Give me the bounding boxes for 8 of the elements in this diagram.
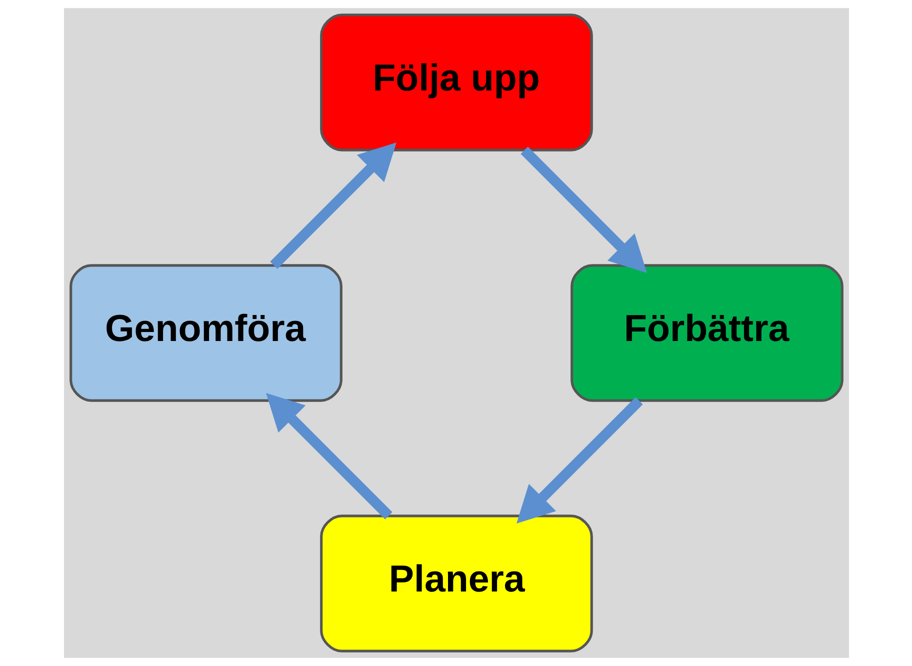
arrow	[516, 397, 642, 524]
arrow	[270, 142, 396, 269]
node-box: Planera	[320, 514, 592, 652]
arrow	[266, 393, 392, 520]
arrow	[520, 146, 646, 273]
node-box: Följa upp	[320, 14, 592, 152]
node-box: Förbättra	[570, 264, 843, 402]
node-box: Genomföra	[69, 264, 342, 402]
